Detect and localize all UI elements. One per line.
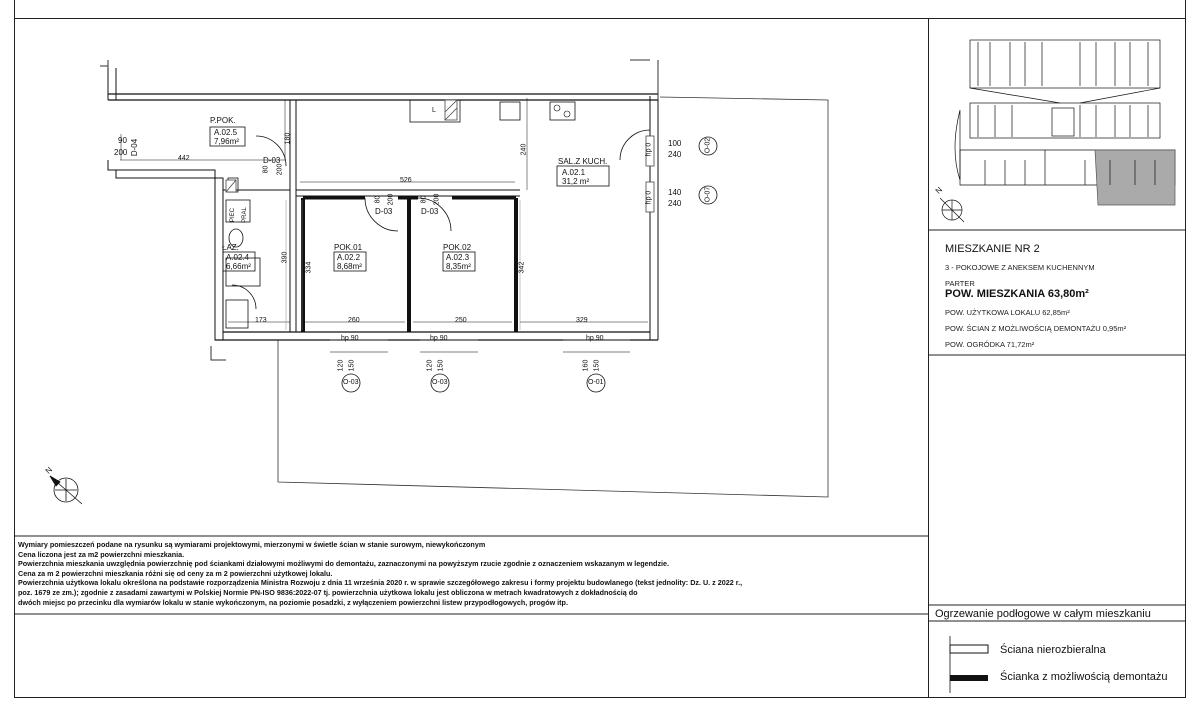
dim-390: 390 <box>281 251 289 264</box>
window-salon-height: 150 <box>593 359 601 372</box>
legend-fixed-label: Ściana nierozbieralna <box>1000 644 1106 656</box>
note-line: Wymiary pomieszczeń podane na rysunku są… <box>18 540 486 549</box>
room-name-pok02: POK.02 <box>443 243 472 252</box>
dim-329: 329 <box>576 317 588 324</box>
door-width-ppok: 80 <box>262 165 270 174</box>
disclaimer-notes: Wymiary pomieszczeń podane na rysunku są… <box>18 540 918 607</box>
room-area-pok02: 8,35m² <box>446 262 471 271</box>
dim-342: 342 <box>518 261 526 274</box>
note-line: Cena za m 2 powierzchni mieszkania różni… <box>18 568 333 578</box>
removable-walls-area: POW. ŚCIAN Z MOŻLIWOŚCIĄ DEMONTAŻU 0,95m… <box>945 324 1127 333</box>
dim-442: 442 <box>178 155 190 162</box>
note-line: Powierzchnia użytkowa lokalu określona n… <box>18 578 743 588</box>
room-code-laz: A.02.4 <box>226 253 250 262</box>
apartment-type: 3 - POKOJOWE Z ANEKSEM KUCHENNYM <box>945 263 1095 272</box>
kitchen-sink-label: L <box>432 107 436 114</box>
window-salon-width: 160 <box>582 359 590 372</box>
room-area-ppok: 7,96m² <box>214 137 239 146</box>
usable-area: POW. UŻYTKOWA LOKALU 62,85m² <box>945 308 1070 317</box>
note-line: dwóch miejsc po przecinku dla wymiarów l… <box>18 597 568 607</box>
window-o07-hp: hp 0 <box>645 190 653 205</box>
room-name-laz: ŁAZ. <box>222 243 239 252</box>
door-width-pok02: 80 <box>420 195 428 204</box>
garden-area: POW. OGRÓDKA 71,72m² <box>945 340 1035 349</box>
window-pok02-hp: hp 90 <box>430 335 448 342</box>
note-line: Powierzchnia mieszkania uwzględnia powie… <box>18 559 670 569</box>
room-code-salon: A.02.1 <box>562 168 586 177</box>
room-name-salon: SAL.Z KUCH. <box>558 157 608 166</box>
compass-rose-icon <box>49 475 83 505</box>
window-pok01-height: 150 <box>348 359 356 372</box>
room-area-pok01: 8,68m² <box>337 262 362 271</box>
window-salon-tag: O-01 <box>588 379 604 386</box>
note-line: poz. 1679 ze zm.); zgodnie z zasadami za… <box>18 587 638 597</box>
door-height-pok02: 200 <box>433 193 441 206</box>
legend-fixed-swatch <box>949 644 989 654</box>
room-code-ppok: A.02.5 <box>214 128 238 137</box>
washer-label: PRAL <box>241 207 248 223</box>
door-label-pok01: D-03 <box>375 207 393 216</box>
legend-heading: Ogrzewanie podłogowe w całym mieszkaniu <box>935 608 1151 620</box>
window-pok01-width: 120 <box>337 359 345 372</box>
legend-removable-label: Ścianka z możliwością demontażu <box>1000 671 1168 683</box>
window-o02-width: 100 <box>668 139 682 148</box>
room-area-salon: 31,2 m² <box>562 177 590 186</box>
door-width-pok01: 80 <box>374 195 382 204</box>
door-label-pok02: D-03 <box>421 207 439 216</box>
dim-260: 260 <box>348 317 360 324</box>
door-height-pok01: 200 <box>387 193 395 206</box>
room-name-pok01: POK.01 <box>334 243 363 252</box>
site-key-plan <box>939 39 1176 223</box>
boiler-label: PIEC <box>230 207 237 223</box>
room-code-pok02: A.02.3 <box>446 253 470 262</box>
door-label-d04: D-04 <box>130 138 140 157</box>
note-line: Cena liczona jest za m2 powierzchni mies… <box>18 549 185 559</box>
window-o02-tag: O-02 <box>704 137 712 154</box>
apartment-floor: PARTER <box>945 279 975 288</box>
window-pok01-tag: O-03 <box>343 379 359 386</box>
door-height-d04: 200 <box>114 148 128 157</box>
apartment-area: POW. MIESZKANIA 63,80m² <box>945 288 1089 300</box>
door-width-d04: 90 <box>118 136 127 145</box>
window-o07-width: 140 <box>668 188 682 197</box>
room-area-laz: 6,66m² <box>226 262 251 271</box>
window-o07-height: 240 <box>668 199 682 208</box>
window-pok01-hp: hp 90 <box>341 335 359 342</box>
window-o07-tag: O-07 <box>704 186 712 203</box>
window-salon-hp: hp 90 <box>586 335 604 342</box>
window-o02-hp: hp 0 <box>645 142 653 157</box>
dim-240: 240 <box>520 143 528 156</box>
window-pok02-height: 150 <box>437 359 445 372</box>
dim-334: 334 <box>305 261 313 274</box>
door-label-ppok: D-03 <box>263 156 281 165</box>
window-pok02-tag: O-03 <box>432 379 448 386</box>
dim-526: 526 <box>400 177 412 184</box>
window-o02-height: 240 <box>668 150 682 159</box>
room-name-ppok: P.POK. <box>210 116 236 125</box>
dim-173: 173 <box>255 317 267 324</box>
apartment-title: MIESZKANIE NR 2 <box>945 243 1040 255</box>
door-height-ppok: 200 <box>276 163 284 176</box>
legend-removable-swatch <box>950 675 988 681</box>
window-pok02-width: 120 <box>426 359 434 372</box>
room-code-pok01: A.02.2 <box>337 253 361 262</box>
dim-180: 180 <box>284 132 292 145</box>
dim-250: 250 <box>455 317 467 324</box>
side-panel-frame <box>928 18 1186 698</box>
